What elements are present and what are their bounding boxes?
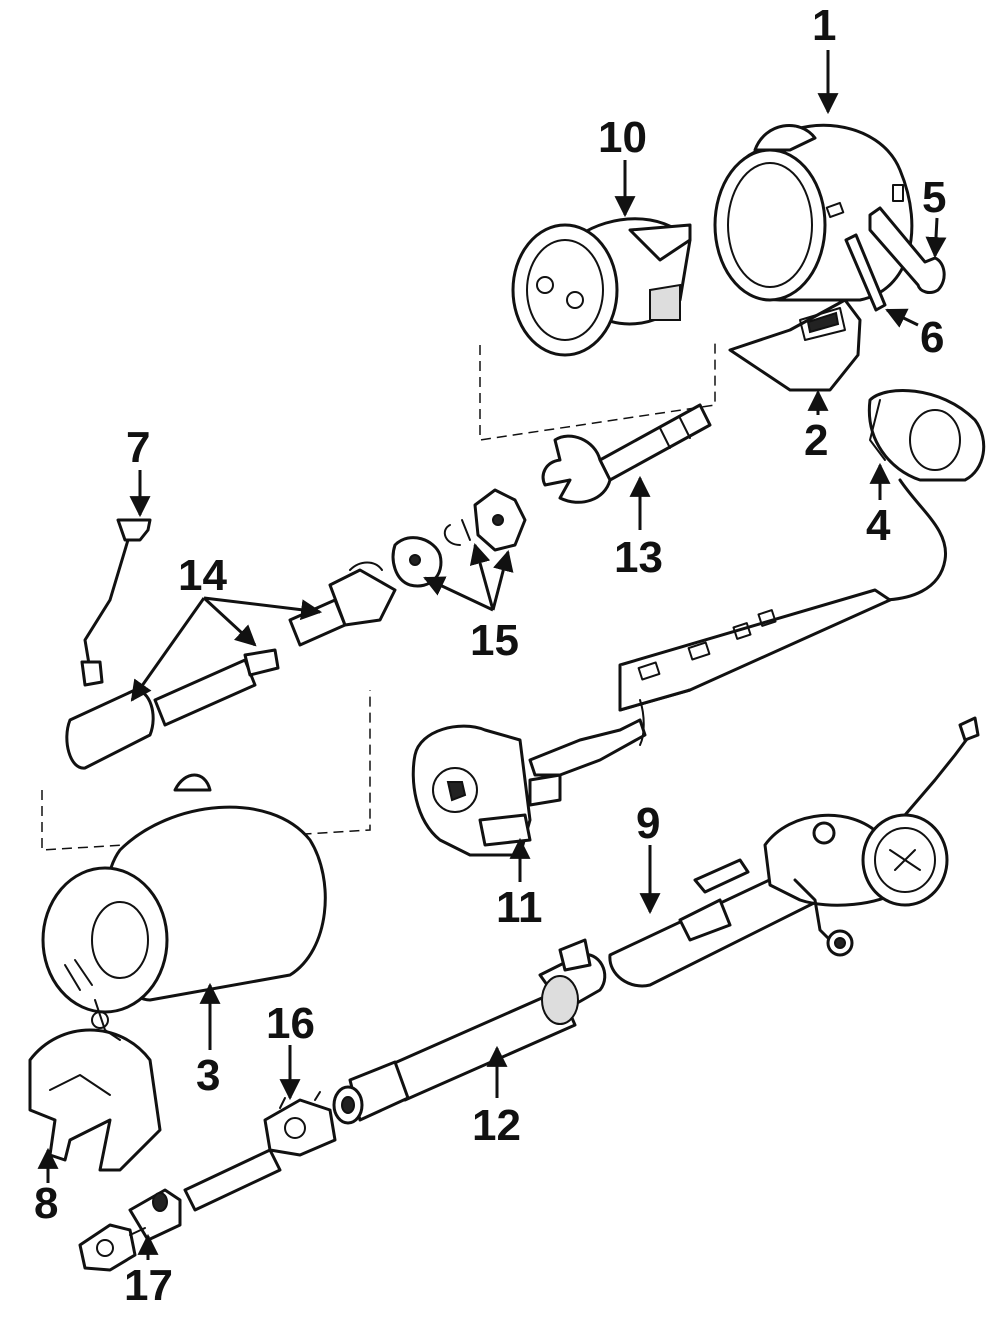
part-16-universal-joint: [183, 1091, 337, 1212]
callout-7: 7: [126, 423, 150, 472]
callout-10: 10: [598, 113, 647, 162]
part-5-turn-signal-lever: [868, 206, 946, 294]
callout-14: 14: [178, 551, 227, 600]
leader-lines: [37, 50, 947, 1260]
callout-4: 4: [866, 501, 891, 550]
part-6-pivot-pin: [844, 233, 887, 312]
part-1-housing-cover: [713, 123, 914, 302]
part-3-column-cover: [41, 773, 327, 1014]
callout-2: 2: [804, 416, 828, 465]
callout-15: 15: [470, 616, 519, 665]
callout-5: 5: [922, 173, 946, 222]
callout-9: 9: [636, 799, 660, 848]
part-17-lower-joint: [78, 1188, 182, 1272]
part-2-cover-bracket: [728, 298, 862, 392]
part-4-switch-assembly: [867, 389, 986, 602]
callout-16: 16: [266, 999, 315, 1048]
callout-labels: 1 2 3 4 5 6 7 8 9 10 11 12 13 14 15 16 1…: [34, 1, 946, 1310]
part-12-intermediate-shaft: [332, 938, 607, 1125]
part-11-support-housing: [411, 724, 562, 857]
callout-8: 8: [34, 1179, 58, 1228]
bracket-plate-assembly: [528, 588, 892, 777]
callout-1: 1: [812, 1, 836, 50]
callout-3: 3: [196, 1051, 220, 1100]
callout-13: 13: [614, 533, 663, 582]
callout-11: 11: [496, 883, 543, 932]
part-9-column-jacket: [608, 716, 980, 988]
part-13-upper-shaft: [541, 403, 712, 504]
part-8-retainer-clip: [28, 999, 162, 1172]
part-15-cam-spring-set: [391, 488, 527, 588]
part-14-lock-cylinder-parts: [65, 561, 397, 770]
callout-12: 12: [472, 1101, 521, 1150]
part-7-wire-bulb: [80, 518, 152, 687]
part-10-lock-housing: [511, 217, 692, 357]
callout-17: 17: [124, 1261, 173, 1310]
callout-6: 6: [920, 313, 944, 362]
